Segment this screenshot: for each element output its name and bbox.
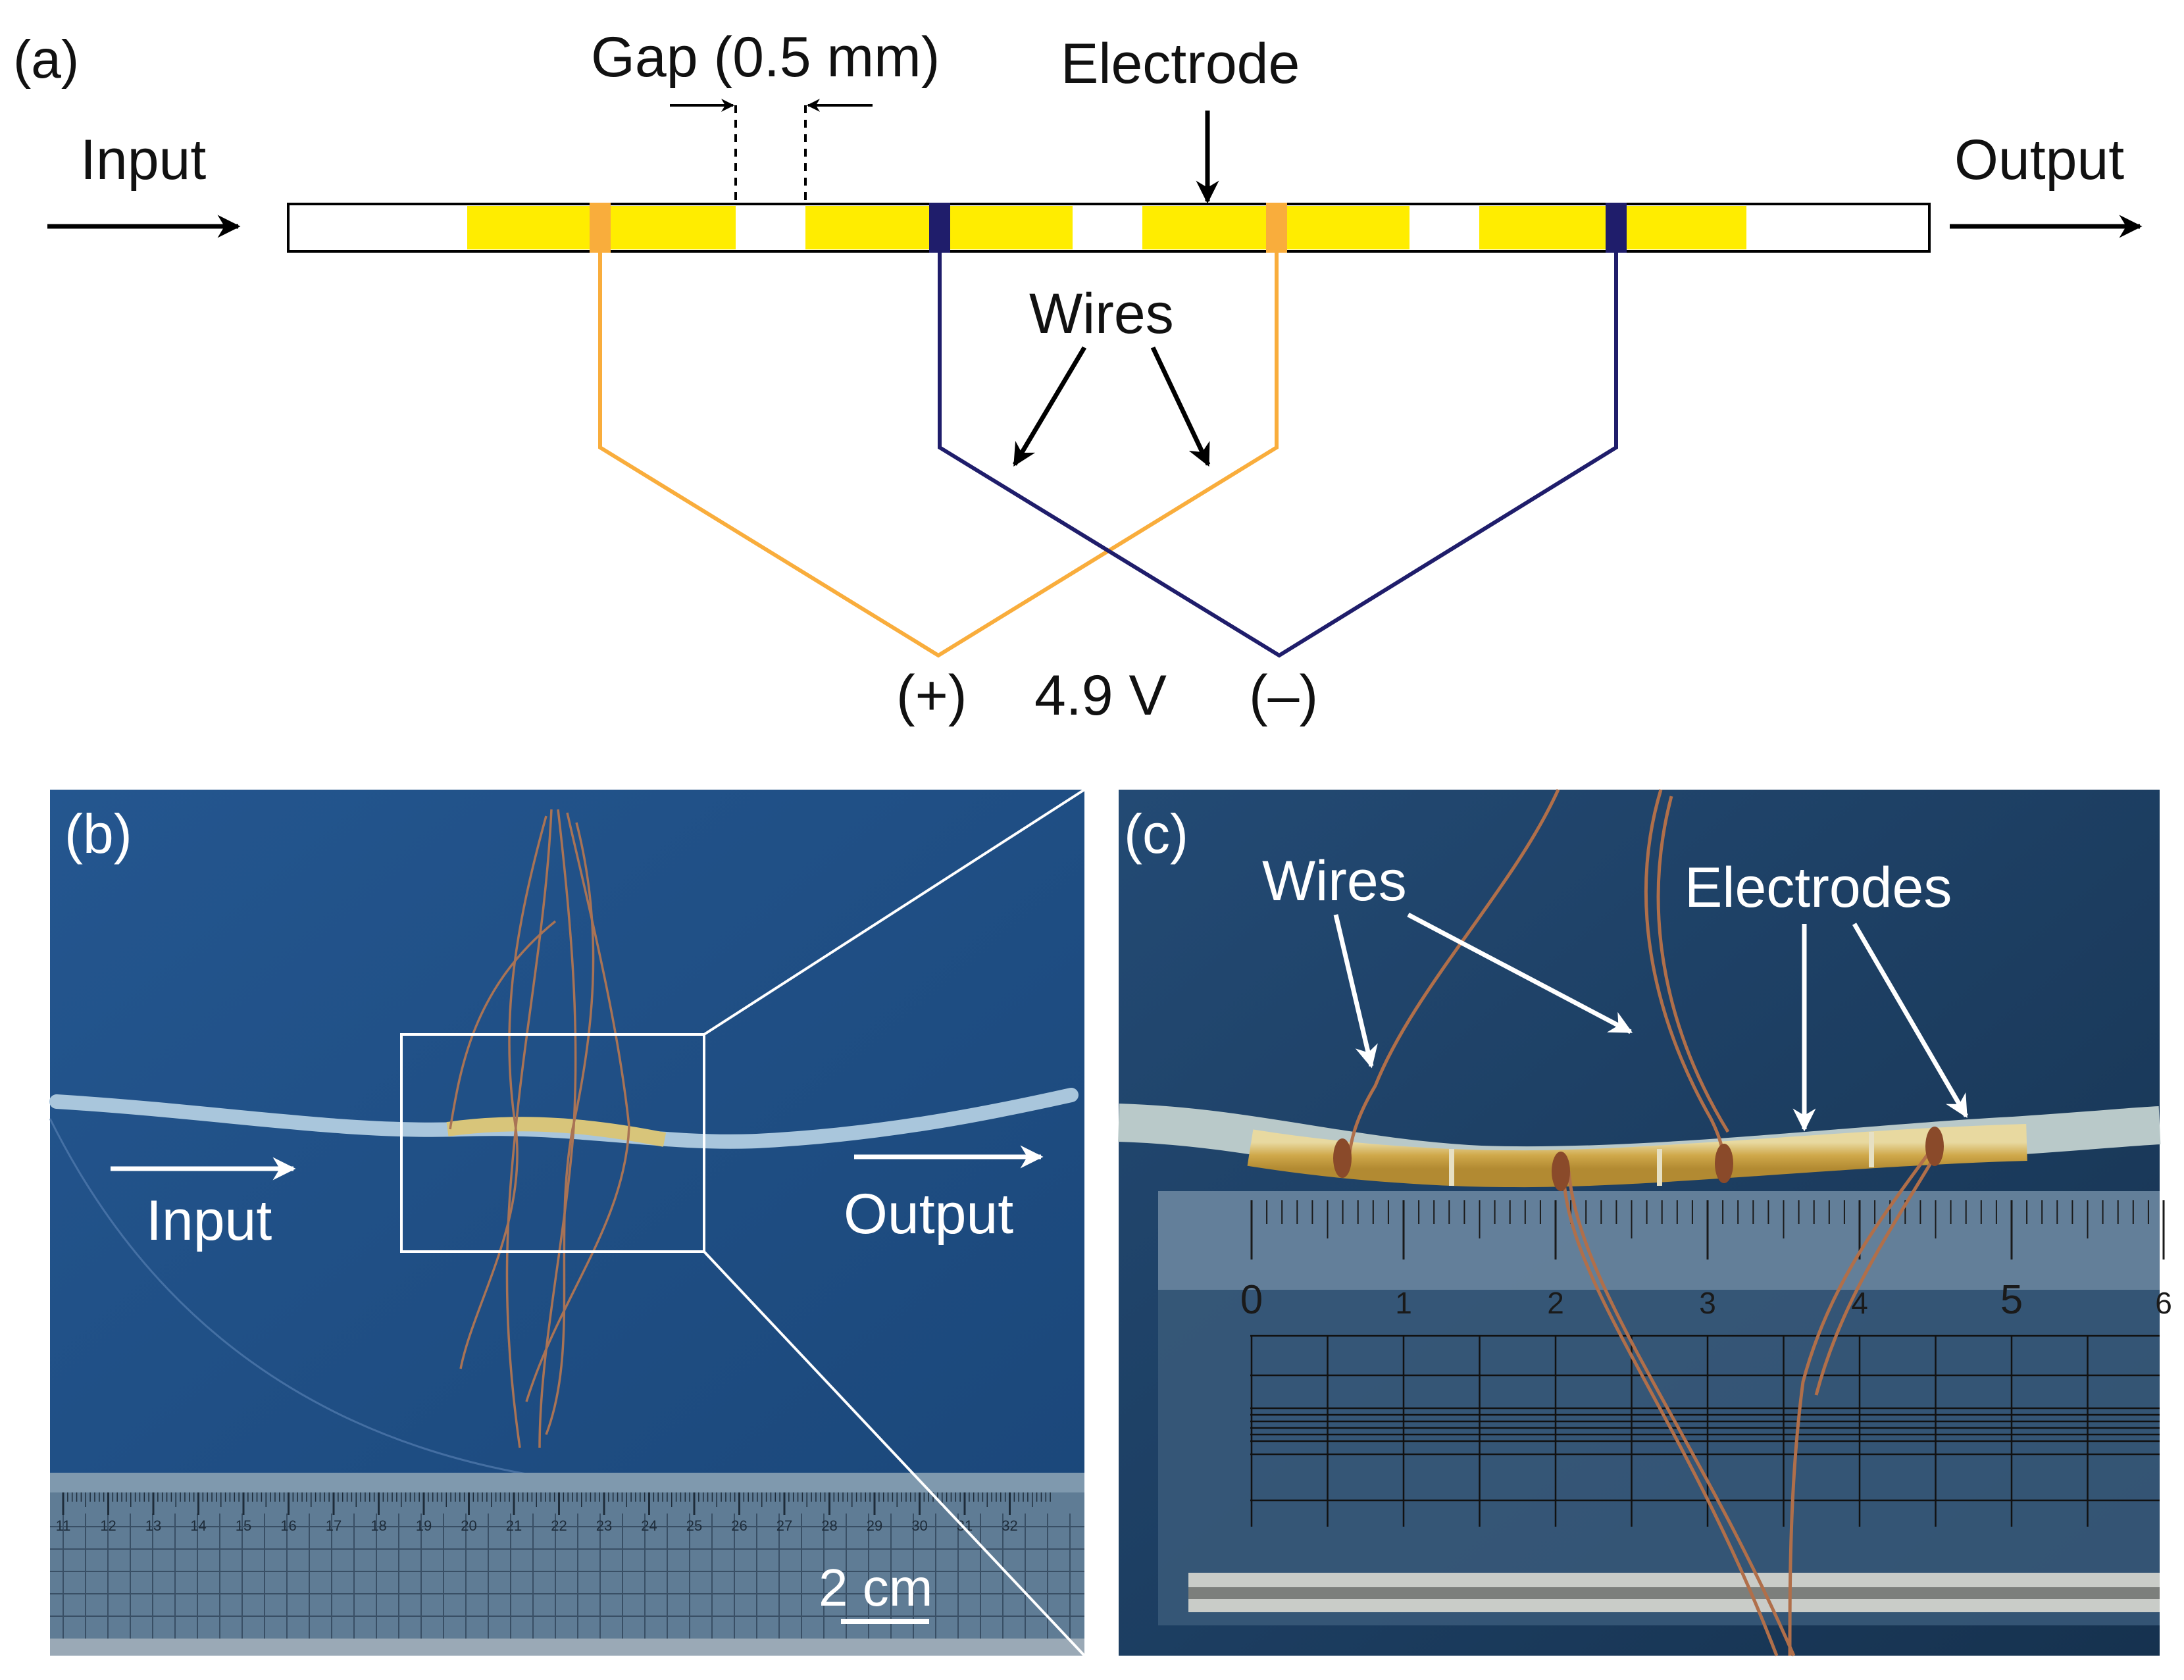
ruler-b-tick-label: 13 — [145, 1517, 161, 1534]
ruler-b-tick-label: 15 — [236, 1517, 251, 1534]
wires-arrow-c2 — [1407, 912, 1633, 1034]
plus-terminal: (+) — [896, 664, 967, 727]
panel-b-tag: (b) — [64, 803, 132, 865]
wire-coils-c — [1333, 1127, 1944, 1191]
wires-arrow-right — [1150, 346, 1211, 467]
ruler-b-tick-label: 30 — [911, 1517, 927, 1534]
ruler-b-tick-label: 16 — [280, 1517, 296, 1534]
copper-wires-b — [449, 809, 630, 1448]
wires-arrow-left — [1012, 346, 1087, 467]
positive-contact — [1266, 203, 1287, 253]
ruler-b-tick-label: 28 — [821, 1517, 837, 1534]
negative-contact — [1606, 203, 1627, 253]
electrode-section-b — [446, 1117, 667, 1147]
electrodes-label-c: Electrodes — [1685, 856, 1952, 919]
output-label-a: Output — [1954, 128, 2124, 191]
ruler-c-tick-label: 2 — [1547, 1286, 1564, 1320]
mat-curve — [49, 1118, 527, 1475]
ruler-c-tick-label: 0 — [1240, 1277, 1263, 1323]
electrodes-arrow-c2 — [1852, 923, 1969, 1119]
negative-wire — [938, 253, 1618, 658]
ruler-c: 0 1 2 3 4 5 6 — [1158, 1191, 2172, 1625]
ruler-c-tick-label: 5 — [2000, 1277, 2023, 1323]
panel-b-photo: 11 12 13 14 15 16 17 18 19 20 21 22 23 24 25 26 27 28 29 30… — [49, 790, 1084, 1656]
gap-label: Gap (0.5 mm) — [591, 26, 940, 89]
ruler-b-tick-label: 32 — [1002, 1517, 1017, 1534]
ruler-b-tick-label: 31 — [957, 1517, 973, 1534]
scale-bar-label: 2 cm — [819, 1558, 932, 1617]
panel-a: (a) Gap (0.5 mm) Electrode Input Output … — [13, 26, 2143, 727]
ruler-b-tick-label: 20 — [461, 1517, 476, 1534]
input-label-a: Input — [80, 128, 206, 191]
electrode-label: Electrode — [1061, 32, 1300, 95]
ruler-b-tick-label: 23 — [596, 1517, 612, 1534]
ruler-b-tick-label: 19 — [416, 1517, 432, 1534]
input-label-b: Input — [146, 1189, 272, 1252]
ruler-b-tick-label: 11 — [56, 1517, 71, 1534]
negative-contact — [929, 203, 950, 253]
ruler-b-tick-label: 12 — [100, 1517, 116, 1534]
positive-wire — [598, 253, 1279, 658]
ruler-b-tick-label: 25 — [686, 1517, 702, 1534]
ruler-b-tick-label: 22 — [551, 1517, 567, 1534]
positive-contact — [590, 203, 611, 253]
ruler-c-tick-label: 3 — [1699, 1286, 1716, 1320]
electrode-joints-c — [1449, 1132, 1874, 1186]
output-label-b: Output — [844, 1183, 1013, 1246]
ruler-b-tick-label: 24 — [641, 1517, 657, 1534]
zoom-line-top — [703, 788, 1086, 1036]
ruler-b-tick-label: 21 — [506, 1517, 522, 1534]
panel-c-tag: (c) — [1124, 803, 1188, 865]
ruler-b-tick-label: 26 — [731, 1517, 747, 1534]
wires-label-a: Wires — [1029, 282, 1174, 345]
panel-c-photo: 0 1 2 3 4 5 6 (c) — [1118, 788, 2172, 1656]
wires-label-c: Wires — [1262, 850, 1407, 913]
wires-arrow-c1 — [1333, 914, 1378, 1069]
ruler-b-tick-label: 27 — [776, 1517, 792, 1534]
ruler-c-tick-label: 6 — [2155, 1286, 2172, 1320]
ruler-b-tick-label: 29 — [867, 1517, 882, 1534]
ruler-c-tick-label: 4 — [1851, 1286, 1868, 1320]
panel-a-tag: (a) — [13, 30, 79, 89]
copper-wires-c — [1347, 788, 1942, 1656]
ruler-b: 11 12 13 14 15 16 17 18 19 20 21 22 23 24 25 26 27 28 29 30… — [50, 1473, 1084, 1656]
ruler-b-tick-label: 17 — [326, 1517, 342, 1534]
voltage-label: 4.9 V — [1034, 664, 1167, 727]
ruler-c-tick-label: 1 — [1395, 1286, 1412, 1320]
zoom-line-bottom — [703, 1250, 1086, 1657]
ruler-b-tick-label: 18 — [370, 1517, 386, 1534]
ruler-b-tick-label: 14 — [190, 1517, 206, 1534]
zoom-box — [400, 1033, 705, 1253]
minus-terminal: (–) — [1249, 664, 1318, 727]
